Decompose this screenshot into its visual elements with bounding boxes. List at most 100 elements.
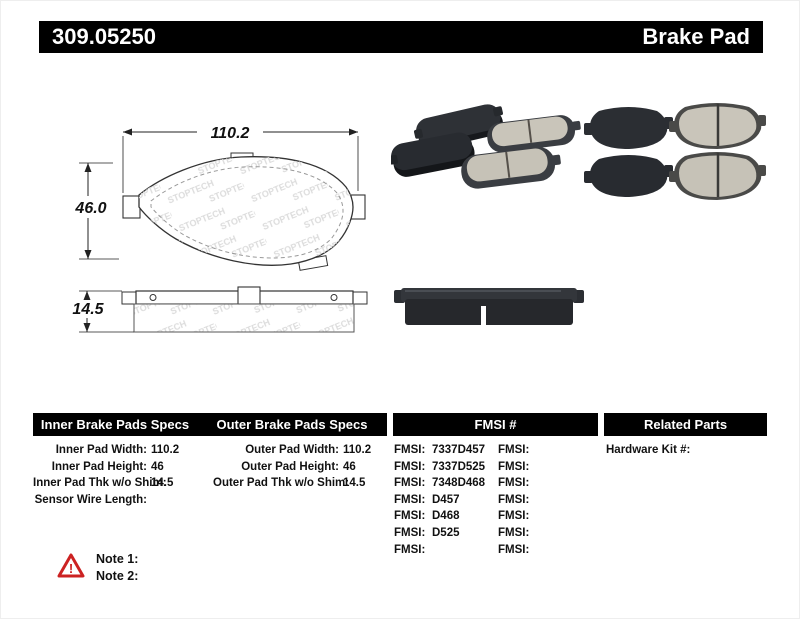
pad-top-view bbox=[122, 152, 366, 271]
fmsi-row: FMSI: 7348D468 bbox=[394, 475, 485, 492]
fmsi-value bbox=[528, 475, 536, 492]
spec-label: Inner Pad Height: bbox=[51, 460, 147, 473]
fmsi-label: FMSI: bbox=[394, 510, 426, 523]
fmsi-row: FMSI: bbox=[498, 508, 536, 525]
notes-block: Note 1: Note 2: bbox=[96, 551, 138, 584]
header-bar: 309.05250 Brake Pad bbox=[39, 21, 763, 53]
related-parts-header-bar: Related Parts bbox=[604, 413, 767, 436]
fmsi-row: FMSI: bbox=[498, 542, 536, 559]
spec-value: 14.5 bbox=[343, 477, 366, 490]
fmsi-value: D468 bbox=[432, 510, 460, 523]
fmsi-row: FMSI: D468 bbox=[394, 508, 485, 525]
fmsi-label: FMSI: bbox=[394, 526, 426, 539]
fmsi-label: FMSI: bbox=[394, 444, 426, 456]
fmsi-row: FMSI: bbox=[498, 475, 536, 492]
part-number: 309.05250 bbox=[52, 24, 156, 49]
fmsi-label: FMSI: bbox=[394, 460, 426, 473]
spec-label: Inner Pad Width: bbox=[55, 444, 147, 456]
pad-side-view bbox=[121, 286, 368, 333]
fmsi-value bbox=[528, 525, 536, 542]
fmsi-value: 7337D525 bbox=[432, 460, 486, 473]
fmsi-label: FMSI: bbox=[498, 526, 530, 539]
inner-specs-column: Inner Pad Width:110.2 Inner Pad Height: 4… bbox=[33, 442, 179, 508]
fmsi-header: FMSI # bbox=[474, 417, 517, 432]
spec-value: 46 bbox=[151, 460, 164, 473]
note-label: Note 2: bbox=[96, 568, 139, 583]
note-line: Note 1: bbox=[96, 551, 138, 568]
specs-header-bar: Inner Brake Pads Specs Outer Brake Pads … bbox=[33, 413, 387, 436]
spec-row: Inner Pad Width:110.2 bbox=[33, 442, 179, 459]
fmsi-label: FMSI: bbox=[498, 444, 530, 456]
fmsi-value: 7348D468 bbox=[432, 477, 486, 490]
fmsi-value: D457 bbox=[432, 493, 460, 506]
fmsi-label: FMSI: bbox=[394, 477, 426, 490]
fmsi-right-column: FMSI: FMSI: FMSI: FMSI: FMSI: FMSI: FMSI… bbox=[498, 442, 536, 558]
fmsi-label: FMSI: bbox=[498, 477, 530, 490]
inner-specs-header: Inner Brake Pads Specs bbox=[40, 417, 190, 432]
spec-row: Outer Pad Height: 46 bbox=[213, 459, 371, 476]
related-part-row: Hardware Kit #: bbox=[606, 442, 694, 459]
spec-value bbox=[147, 492, 151, 509]
photo-pads-flat bbox=[584, 103, 766, 200]
fmsi-value bbox=[424, 542, 432, 559]
spec-value: 46 bbox=[343, 460, 356, 473]
warning-triangle-icon: ! bbox=[57, 553, 85, 578]
outer-specs-header: Outer Brake Pads Specs bbox=[216, 417, 368, 432]
fmsi-value bbox=[528, 459, 536, 476]
spec-value: 110.2 bbox=[343, 444, 372, 456]
spec-row: Inner Pad Thk w/o Shim:14.5 bbox=[33, 475, 179, 492]
fmsi-value: 7337D457 bbox=[432, 444, 486, 456]
dimension-height: 46.0 bbox=[74, 162, 119, 260]
dimension-width: 110.2 bbox=[122, 125, 359, 193]
photo-pads-angled bbox=[391, 104, 581, 189]
related-part-value bbox=[690, 442, 694, 459]
product-type-title: Brake Pad bbox=[642, 24, 750, 49]
thickness-dimension-label: 14.5 bbox=[72, 301, 104, 318]
product-photos bbox=[391, 103, 766, 325]
spec-row: Inner Pad Height: 46 bbox=[33, 459, 179, 476]
technical-drawing: STOPTECH STOPTECH bbox=[72, 125, 368, 333]
spec-value: 14.5 bbox=[151, 477, 174, 490]
fmsi-row: FMSI: bbox=[498, 525, 536, 542]
spec-label: Outer Pad Height: bbox=[241, 460, 339, 473]
fmsi-row: FMSI: D457 bbox=[394, 492, 485, 509]
spec-label: Inner Pad Thk w/o Shim: bbox=[33, 477, 167, 490]
note-label: Note 1: bbox=[96, 552, 139, 566]
fmsi-label: FMSI: bbox=[394, 543, 426, 556]
fmsi-value bbox=[528, 542, 536, 559]
svg-text:!: ! bbox=[69, 561, 73, 576]
related-parts-column: Hardware Kit #: bbox=[606, 442, 694, 459]
fmsi-row: FMSI: bbox=[394, 542, 485, 559]
outer-specs-column: Outer Pad Width: 110.2 Outer Pad Height: 4… bbox=[213, 442, 371, 492]
fmsi-row: FMSI: D525 bbox=[394, 525, 485, 542]
dimension-thickness: 14.5 bbox=[72, 290, 134, 333]
fmsi-left-column: FMSI: 7337D457 FMSI: 7337D525 FMSI: 7348D46… bbox=[394, 442, 485, 558]
fmsi-row: FMSI: bbox=[498, 459, 536, 476]
width-dimension-label: 110.2 bbox=[211, 125, 250, 142]
fmsi-row: FMSI: bbox=[498, 442, 536, 459]
related-part-label: Hardware Kit #: bbox=[606, 444, 691, 456]
height-dimension-label: 46.0 bbox=[74, 200, 106, 217]
fmsi-label: FMSI: bbox=[498, 460, 530, 473]
fmsi-label: FMSI: bbox=[498, 543, 530, 556]
spec-label: Sensor Wire Length: bbox=[34, 493, 147, 506]
fmsi-label: FMSI: bbox=[394, 493, 426, 506]
photo-pad-edge-view bbox=[394, 288, 584, 325]
fmsi-header-bar: FMSI # bbox=[393, 413, 598, 436]
spec-row: Outer Pad Width: 110.2 bbox=[213, 442, 371, 459]
spec-label: Outer Pad Thk w/o Shim: bbox=[213, 477, 350, 490]
fmsi-value: D525 bbox=[432, 526, 460, 539]
fmsi-value bbox=[528, 492, 536, 509]
spec-label: Outer Pad Width: bbox=[245, 444, 339, 456]
fmsi-row: FMSI: 7337D525 bbox=[394, 459, 485, 476]
spec-row: Sensor Wire Length: bbox=[33, 492, 179, 509]
fmsi-value bbox=[528, 508, 536, 525]
fmsi-row: FMSI: bbox=[498, 492, 536, 509]
spec-row: Outer Pad Thk w/o Shim:14.5 bbox=[213, 475, 371, 492]
fmsi-label: FMSI: bbox=[498, 510, 530, 523]
fmsi-row: FMSI: 7337D457 bbox=[394, 442, 485, 459]
note-line: Note 2: bbox=[96, 568, 138, 585]
related-parts-header: Related Parts bbox=[643, 417, 728, 432]
fmsi-label: FMSI: bbox=[498, 493, 530, 506]
